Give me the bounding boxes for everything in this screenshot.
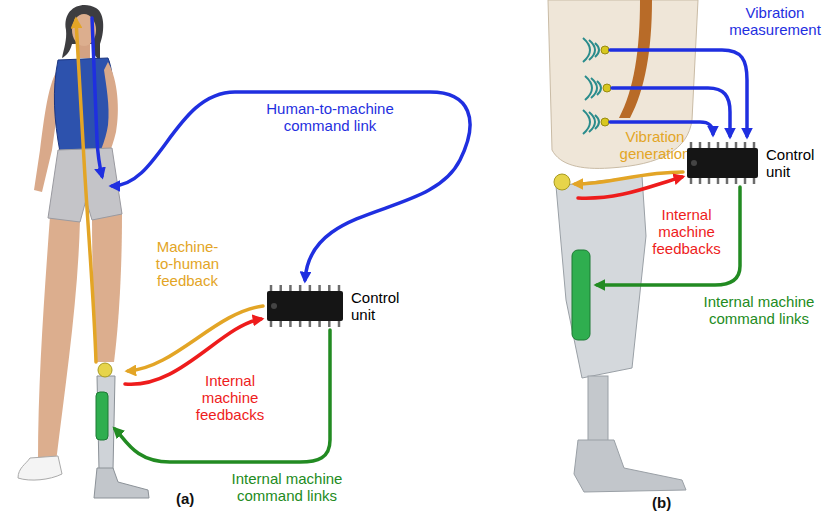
chip-icon-part — [270, 285, 273, 292]
chip-icon-part — [717, 177, 720, 184]
control-unit: Control unit — [685, 142, 824, 184]
unit-label: Control unit — [351, 289, 409, 323]
chip-icon-part — [699, 142, 702, 149]
prosthesis-figure-part — [97, 376, 115, 470]
chip-icon-part — [338, 320, 341, 327]
prosthesis-closeup-part-part — [583, 110, 590, 134]
prosthesis-closeup-part-part — [589, 40, 595, 60]
chip-icon-part — [338, 285, 341, 292]
prosthesis-figure-part — [98, 363, 112, 377]
prosthesis-closeup-part — [588, 376, 608, 442]
chip-icon-part — [289, 285, 292, 292]
prosthesis-closeup-part-part — [591, 78, 597, 98]
chip-icon-part — [726, 142, 729, 149]
prosthesis-closeup-part — [548, 0, 698, 168]
prosthesis-figure-part — [94, 468, 149, 498]
human-figure — [18, 5, 122, 480]
chip-icon-part — [708, 177, 711, 184]
signal-arrows-part — [115, 330, 330, 462]
chip-icon-part — [328, 285, 331, 292]
chip-icon-part — [690, 177, 693, 184]
chip-icon-part — [744, 142, 747, 149]
prosthesis-closeup-part — [603, 84, 611, 92]
prosthesis-closeup-part — [556, 176, 646, 378]
arrow-label: (a) — [176, 490, 206, 507]
prosthesis-closeup-part-part — [589, 112, 595, 132]
chip-icon-part — [691, 160, 697, 166]
label-text: Internal machine command links — [232, 470, 343, 504]
arrow-label: Vibration measurement — [727, 4, 823, 38]
arrow-label: Internal machine feedbacks — [192, 372, 268, 423]
chip-icon-part — [299, 320, 302, 327]
chip-icon-part — [735, 142, 738, 149]
chip-icon-part — [267, 291, 343, 321]
prosthesis-closeup-part-part — [597, 81, 601, 95]
label-text: Vibration measurement — [729, 4, 821, 38]
label-text: Vibration generation — [620, 128, 691, 162]
prosthesis-closeup-part — [601, 46, 609, 54]
prosthesis-closeup-part-part — [583, 38, 590, 62]
label-text: Human-to-machine command link — [266, 100, 394, 134]
arrow-label: Vibration generation — [612, 128, 698, 162]
chip-icon-part — [289, 320, 292, 327]
chip-icon-part — [279, 320, 282, 327]
chip-icon-part — [309, 285, 312, 292]
arrow-label: Internal machine command links — [694, 293, 824, 327]
chip-icon-part — [318, 285, 321, 292]
prosthesis-closeup-part-part — [585, 76, 592, 100]
arrow-label: Human-to-machine command link — [240, 100, 420, 134]
label-text: (a) — [176, 490, 194, 507]
chip-icon-part — [328, 320, 331, 327]
signal-arrows-part — [610, 50, 747, 136]
prosthesis-closeup-part — [554, 174, 570, 190]
human-figure-part — [62, 5, 103, 60]
signal-arrows-part — [597, 187, 740, 285]
chip-icon-part — [318, 320, 321, 327]
chip-icon — [265, 285, 345, 327]
label-text: Internal machine feedbacks — [196, 372, 264, 423]
prosthesis-closeup-part — [574, 440, 686, 492]
prosthesis-closeup-part — [583, 38, 601, 134]
prosthesis-closeup-part-part — [595, 115, 599, 129]
human-figure-part — [38, 216, 80, 462]
chip-icon-part — [690, 142, 693, 149]
chip-icon-part — [753, 142, 756, 149]
prosthesis-closeup-part — [601, 118, 609, 126]
chip-icon-part — [279, 285, 282, 292]
chip-icon-part — [687, 148, 758, 178]
label-text: Internal machine command links — [704, 293, 815, 327]
label-text: (b) — [652, 494, 671, 511]
prosthesis-closeup-part — [619, 0, 652, 118]
arrow-label: Internal machine feedbacks — [648, 206, 725, 257]
prosthesis-figure-part — [96, 392, 108, 440]
signal-arrows — [76, 18, 470, 462]
signal-arrows-part — [92, 18, 102, 176]
chip-icon-part — [717, 142, 720, 149]
arrow-label: Internal machine command links — [222, 470, 352, 504]
prosthesis-closeup-part — [572, 250, 590, 340]
signal-arrows-part — [578, 177, 682, 198]
arrow-label: Machine-to-human feedback — [150, 238, 225, 289]
unit-label: Control unit — [766, 146, 824, 180]
chip-icon-part — [735, 177, 738, 184]
chip-icon-part — [726, 177, 729, 184]
label-text: Internal machine feedbacks — [652, 206, 720, 257]
arrow-label: (b) — [652, 494, 682, 511]
chip-icon-part — [744, 177, 747, 184]
chip-icon-part — [299, 285, 302, 292]
human-figure-part — [18, 456, 62, 480]
chip-icon-part — [309, 320, 312, 327]
chip-icon-part — [271, 303, 277, 309]
chip-icon-part — [699, 177, 702, 184]
control-unit: Control unit — [265, 285, 409, 327]
prosthesis-closeup-part-part — [595, 43, 599, 57]
chip-icon-part — [708, 142, 711, 149]
signal-arrows-part — [128, 306, 263, 371]
chip-icon-part — [753, 177, 756, 184]
label-text: Machine-to-human feedback — [156, 238, 219, 289]
chip-icon-part — [270, 320, 273, 327]
chip-icon — [685, 142, 760, 184]
